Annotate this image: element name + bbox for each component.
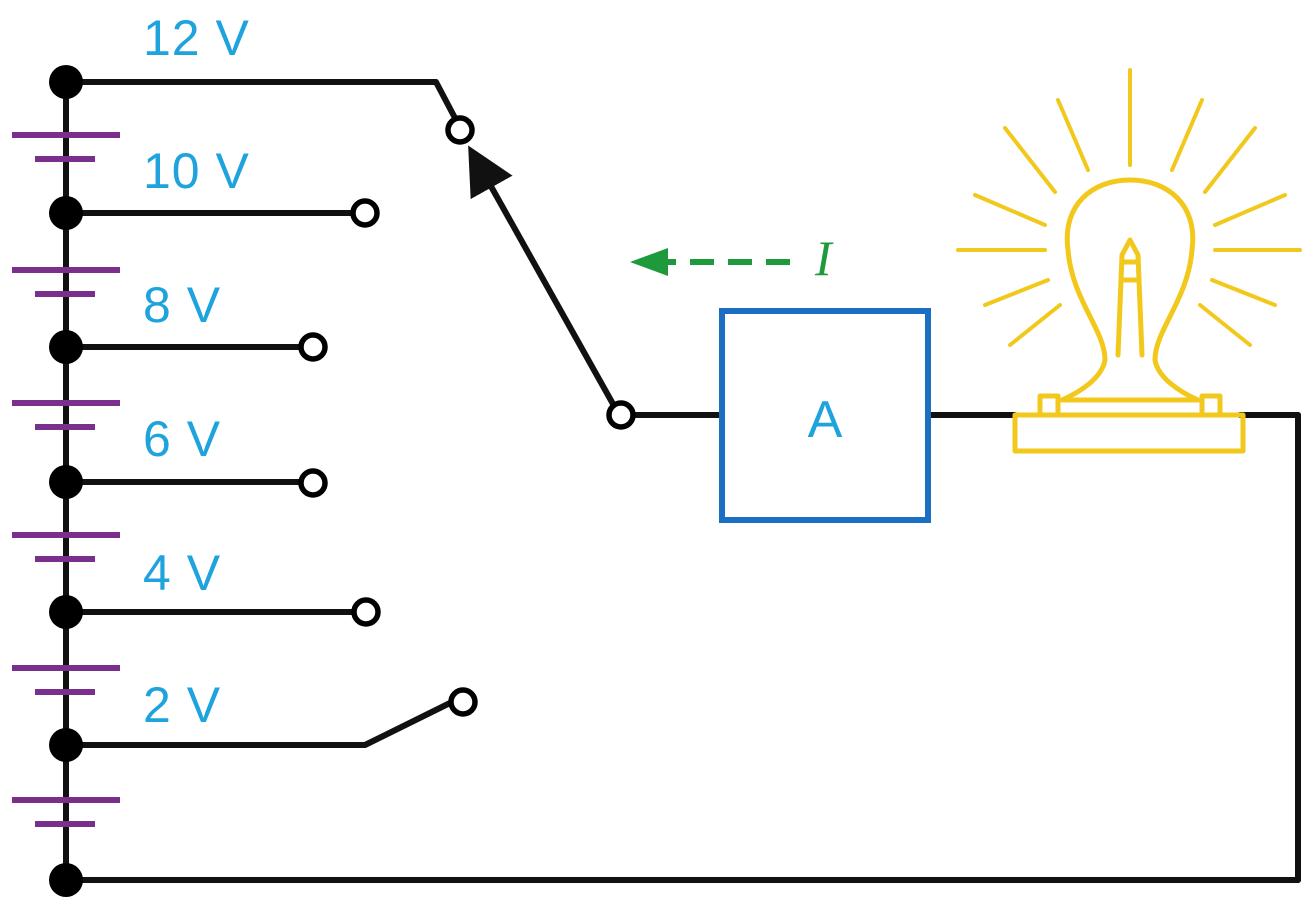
bulb-contact-right: [1199, 393, 1223, 418]
selector-switch-arm[interactable]: [468, 145, 616, 407]
ammeter-label: A: [808, 391, 843, 449]
junction-node: [49, 863, 83, 897]
junction-node: [49, 196, 83, 230]
bulb-ray: [1008, 303, 1062, 347]
tap-label-2v: 2 V: [143, 677, 221, 733]
tap-label-6v: 6 V: [143, 411, 221, 467]
current-indicator: I: [630, 230, 834, 286]
terminal-8v[interactable]: [298, 332, 328, 362]
junction-node: [49, 728, 83, 762]
bulb-ray: [1170, 98, 1204, 172]
junction-node: [49, 595, 83, 629]
battery-cells: [12, 132, 120, 827]
bulb-ray: [1210, 278, 1277, 307]
junction-node: [49, 330, 83, 364]
current-label: I: [814, 230, 834, 286]
junction-node: [49, 65, 83, 99]
bulb-contact-left: [1037, 393, 1061, 418]
bulb-glass: [1059, 177, 1201, 403]
light-bulb-icon: [956, 68, 1302, 454]
tap-terminals: [298, 115, 636, 717]
circuit-wires: [63, 79, 1301, 883]
bulb-ray: [973, 193, 1047, 227]
bulb-ray: [1198, 303, 1252, 347]
tap-label-10v: 10 V: [143, 143, 250, 199]
terminal-12v[interactable]: [445, 115, 475, 145]
current-arrow-head: [630, 248, 668, 276]
voltage-labels: 12 V 10 V 8 V 6 V 4 V 2 V: [143, 10, 250, 733]
bulb-ray: [1003, 126, 1057, 194]
bulb-ray: [1213, 193, 1287, 227]
switch-pivot-terminal[interactable]: [606, 400, 636, 430]
junction-nodes: [49, 65, 83, 897]
terminal-2v[interactable]: [448, 687, 478, 717]
ammeter-icon: [719, 308, 931, 523]
terminal-4v[interactable]: [351, 597, 381, 627]
bulb-base: [1012, 412, 1246, 454]
bulb-ray: [983, 278, 1050, 307]
tap-lead-12v: [63, 79, 458, 121]
ammeter: A: [719, 308, 931, 523]
bulb-ray: [1056, 98, 1090, 172]
terminal-10v[interactable]: [350, 198, 380, 228]
bulb-rays: [956, 68, 1302, 347]
tap-lead-2v: [63, 699, 455, 748]
junction-node: [49, 465, 83, 499]
bulb-filament: [1115, 237, 1145, 358]
tap-label-4v: 4 V: [143, 545, 221, 601]
bulb-ray: [1203, 126, 1257, 194]
tap-label-8v: 8 V: [143, 277, 221, 333]
tap-label-12v: 12 V: [143, 10, 250, 66]
terminal-6v[interactable]: [298, 468, 328, 498]
